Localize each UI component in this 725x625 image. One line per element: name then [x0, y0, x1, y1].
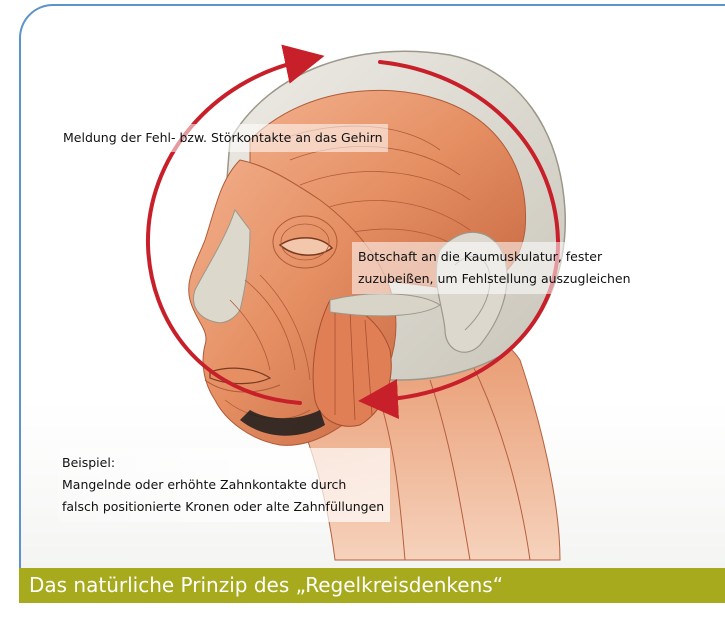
label-muscle-line1: Botschaft an die Kaumuskulatur, fester	[358, 246, 698, 268]
label-muscle-message: Botschaft an die Kaumuskulatur, fester z…	[352, 242, 706, 294]
label-brain-feedback: Meldung der Fehl- bzw. Störkontakte an d…	[58, 124, 388, 152]
label-example-heading: Beispiel:	[62, 452, 384, 474]
label-muscle-line2: zuzubeißen, um Fehlstellung auszugleiche…	[358, 268, 698, 290]
label-example: Beispiel: Mangelnde oder erhöhte Zahnkon…	[58, 448, 390, 522]
footer-title: Das natürliche Prinzip des „Regelkreisde…	[29, 573, 503, 597]
label-example-line1: Mangelnde oder erhöhte Zahnkontakte durc…	[62, 474, 384, 496]
footer-title-bar: Das natürliche Prinzip des „Regelkreisde…	[19, 568, 725, 603]
label-example-line2: falsch positionierte Kronen oder alte Za…	[62, 496, 384, 518]
